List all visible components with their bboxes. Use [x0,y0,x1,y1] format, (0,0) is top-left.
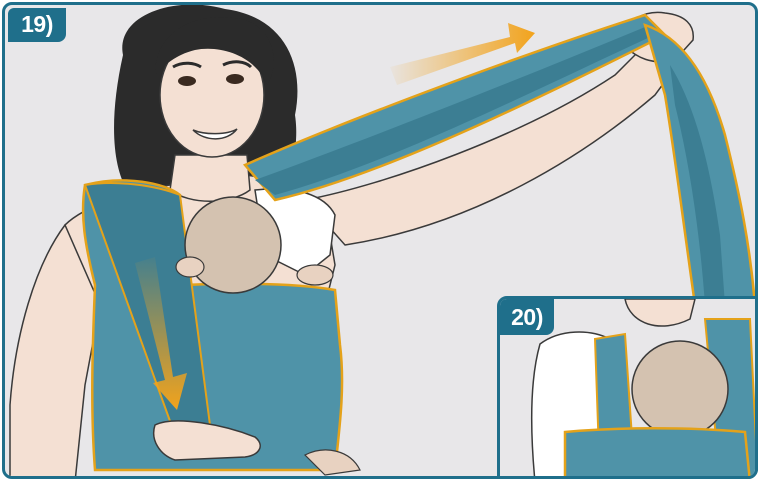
step-20-badge: 20) [500,299,554,335]
step-20-panel: 20) [497,296,758,479]
chin [625,299,695,326]
wrap-front [565,428,750,479]
step-20-label: 20) [511,304,543,330]
neck [170,155,250,201]
baby-head [632,341,728,437]
eye-left [178,76,196,86]
baby-head [185,197,281,293]
step-19-badge: 19) [8,8,66,42]
step-19-label: 19) [21,11,53,37]
baby-hand-right [297,265,333,285]
eye-right [226,74,244,84]
baby-hand-left [176,257,204,277]
